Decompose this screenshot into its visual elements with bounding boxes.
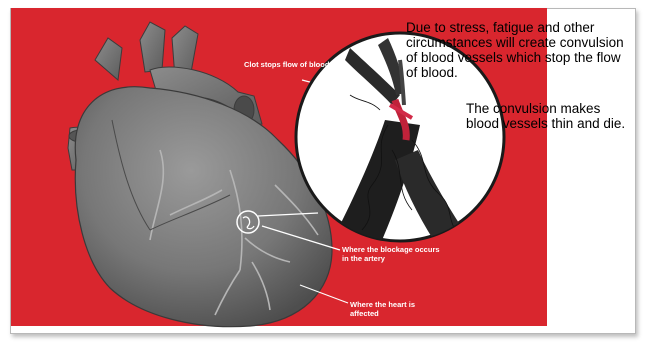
primary-caption: Due to stress, fatigue and other circums… (406, 20, 631, 80)
affected-label: Where the heart is affected (350, 300, 420, 318)
blockage-label: Where the blockage occurs in the artery (342, 245, 442, 263)
clot-label: Clot stops flow of blood (244, 60, 330, 69)
secondary-caption: The convulsion makes blood vessels thin … (466, 101, 626, 131)
